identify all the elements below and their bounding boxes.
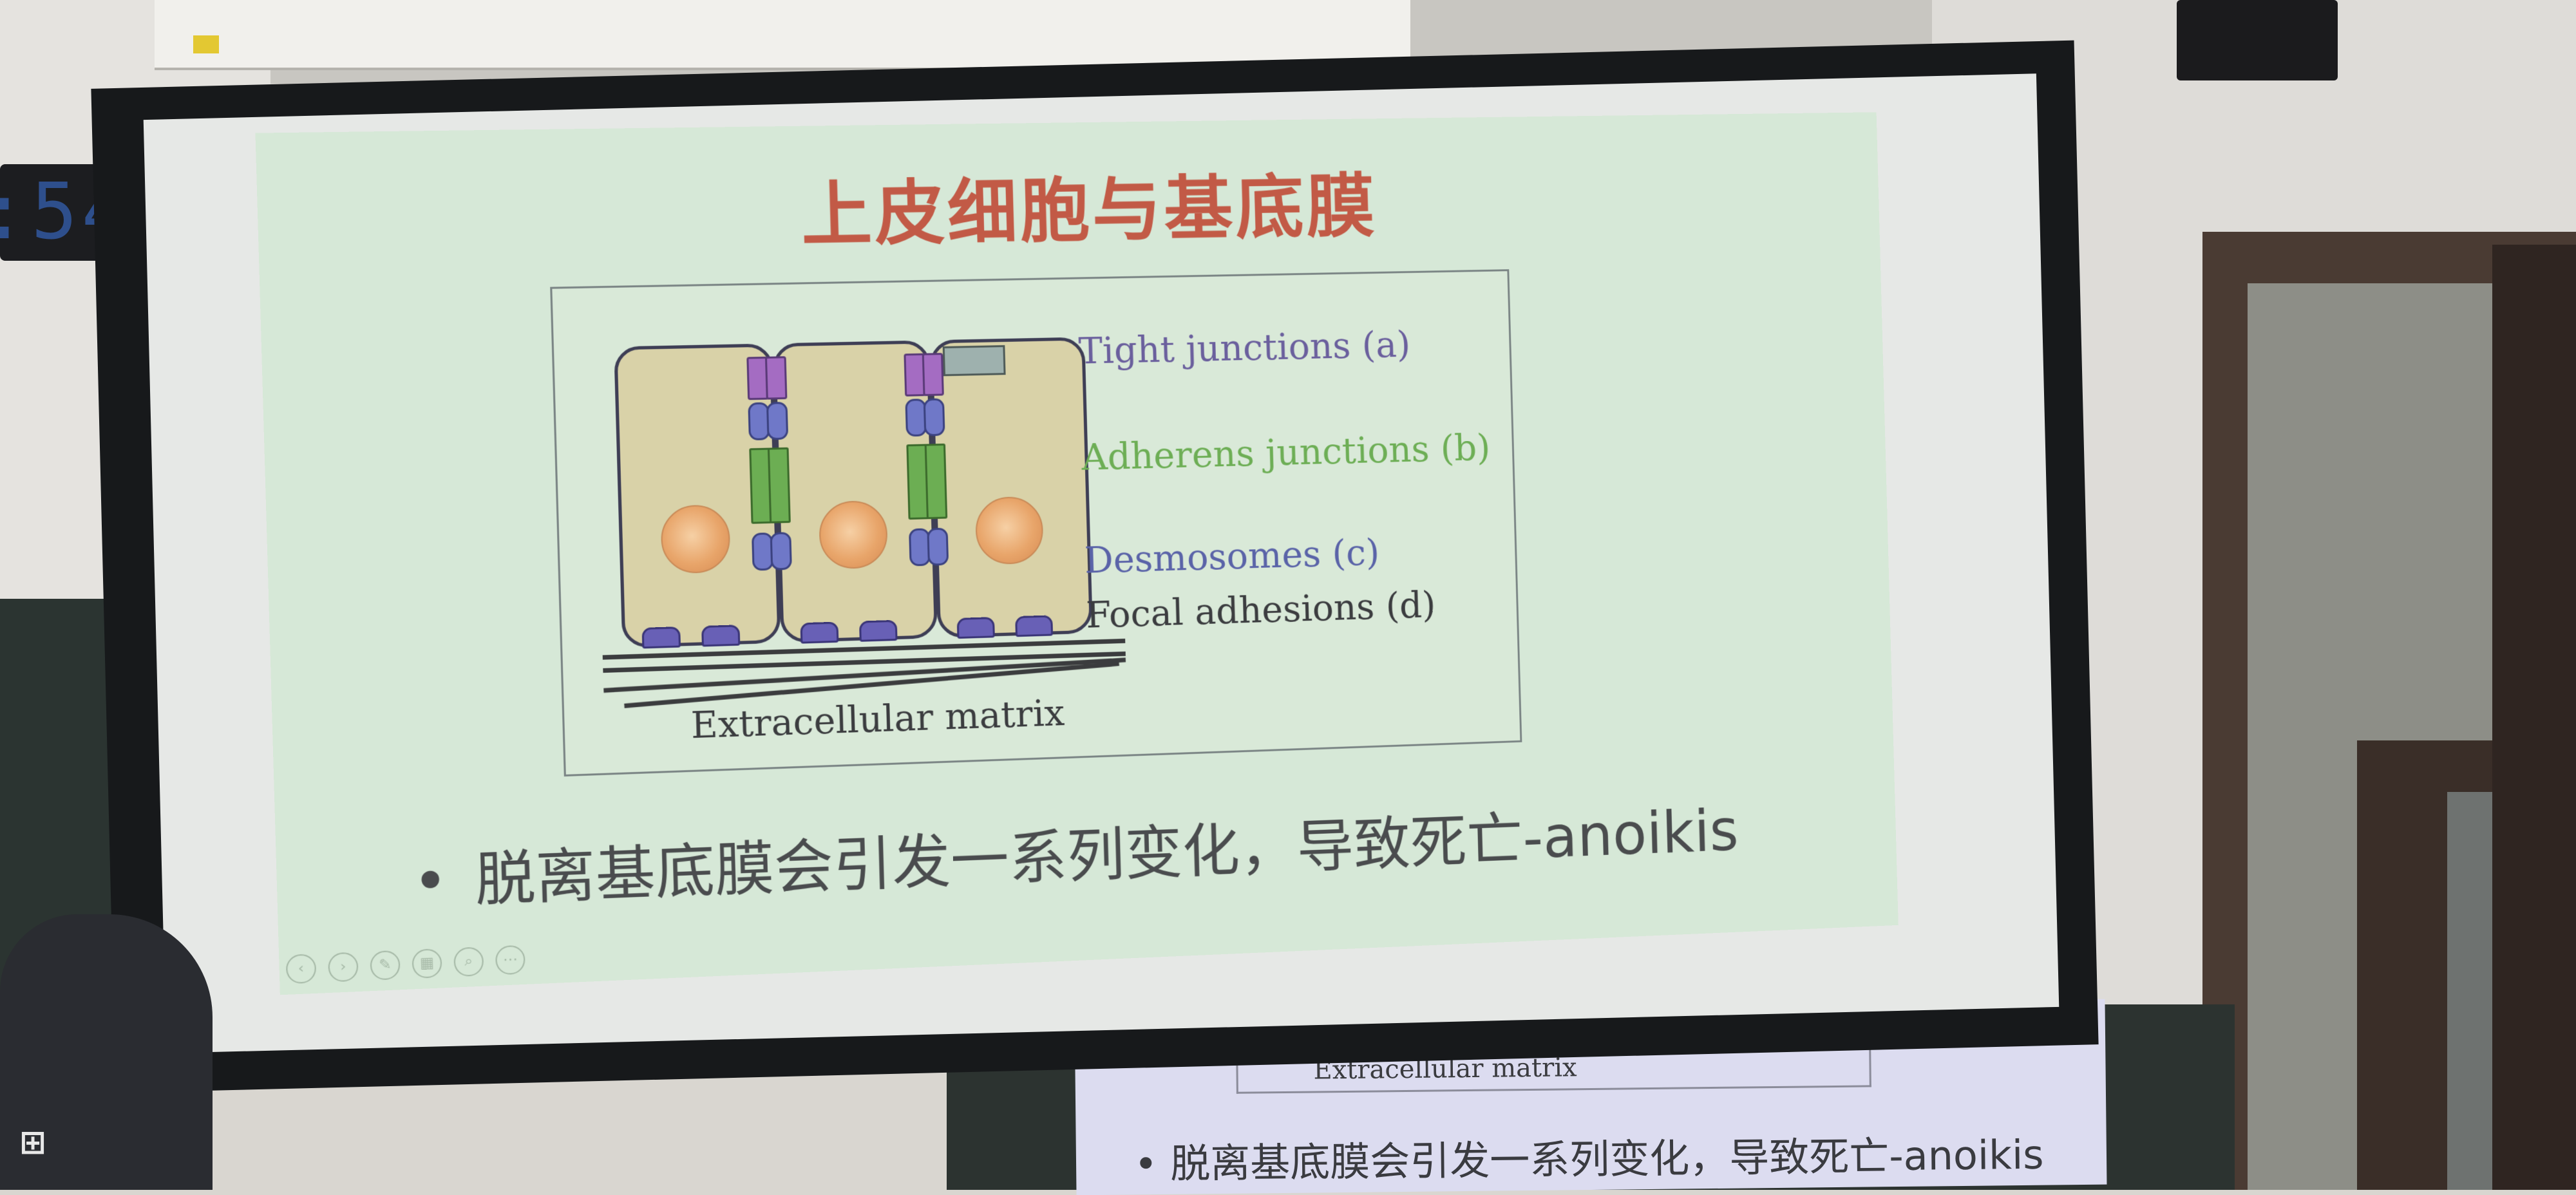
pen-icon[interactable]: ✎ — [370, 950, 401, 981]
desmosome — [770, 532, 792, 570]
jacket-logo: ⊞ — [19, 1124, 46, 1161]
zoom-icon[interactable]: ⌕ — [453, 946, 484, 977]
slide-title: 上皮细胞与基底膜 — [800, 166, 1378, 256]
focal-adhesion — [701, 625, 741, 647]
person-shoulder — [0, 914, 213, 1190]
focal-adhesions-label: Focal adhesions (d) — [1085, 584, 1437, 637]
focal-adhesion — [956, 617, 995, 639]
epithelium-figure: Tight junctions (a) Adherens junctions (… — [550, 269, 1522, 777]
desmosome — [923, 398, 945, 437]
bullet-text: 脱离基底膜会引发一系列变化，导致死亡-anoikis — [474, 797, 1739, 915]
epithelial-cell — [929, 337, 1094, 639]
projector-screen-housing — [155, 0, 1410, 70]
desmosome — [766, 401, 789, 440]
desmosome — [927, 527, 949, 566]
housing-label — [193, 35, 219, 53]
focal-adhesion — [641, 626, 681, 649]
tight-junction — [764, 356, 788, 400]
adherens-junctions-label: Adherens junctions (b) — [1081, 427, 1492, 479]
next-icon[interactable]: › — [328, 952, 359, 983]
focal-adhesion — [800, 621, 839, 644]
speaker — [2177, 0, 2338, 80]
focal-adhesion — [858, 619, 898, 642]
lower-bullet-text: • 脱离基底膜会引发一系列变化，导致死亡-anoikis — [1133, 1131, 2044, 1188]
prev-icon[interactable]: ‹ — [285, 954, 317, 984]
desmosomes-label: Desmosomes (c) — [1084, 531, 1380, 582]
bullet-point: • 脱离基底膜会引发一系列变化，导致死亡-anoikis — [411, 784, 1739, 920]
slide: 上皮细胞与基底膜 — [255, 112, 1899, 995]
tight-junctions-label: Tight junctions (a) — [1077, 324, 1412, 373]
slides-icon[interactable]: ▦ — [412, 948, 442, 979]
extracellular-matrix-label: Extracellular matrix — [690, 692, 1066, 748]
nucleus — [974, 496, 1044, 565]
slideshow-toolbar: ‹ › ✎ ▦ ⌕ ⋯ — [285, 945, 526, 984]
membrane-block — [942, 344, 1006, 377]
adherens-junction — [924, 443, 948, 520]
tight-junction — [922, 353, 944, 397]
nucleus — [660, 504, 731, 574]
nucleus — [818, 500, 889, 570]
door-frame — [2492, 245, 2576, 1190]
more-icon[interactable]: ⋯ — [495, 945, 526, 975]
bullet-marker: • — [412, 846, 450, 917]
adherens-junction — [767, 447, 791, 523]
focal-adhesion — [1015, 615, 1054, 637]
